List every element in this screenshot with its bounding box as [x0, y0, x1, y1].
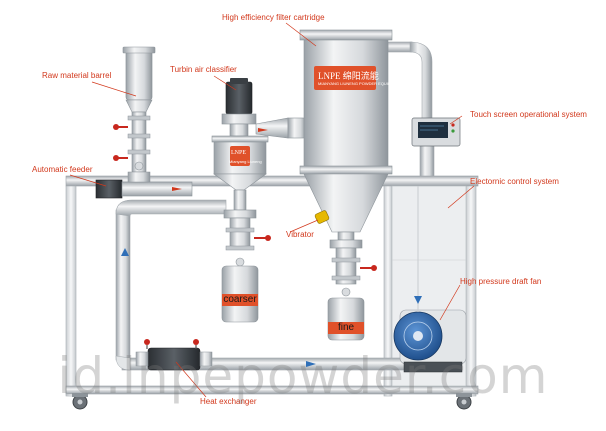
label-filter-cartridge: High efficiency filter cartridge [222, 13, 325, 22]
flow-arrow-icon [306, 361, 316, 367]
cartridge-brand: LNPE 绵阳流能 [318, 71, 379, 81]
label-heat-exchanger: Heat exchanger [200, 397, 257, 406]
label-raw-material-barrel: Raw material barrel [42, 71, 112, 80]
heat-exchanger [135, 339, 213, 371]
flow-arrow-icon [258, 128, 268, 132]
label-vibrator: Vibrator [286, 230, 314, 239]
tag-coarser: coarser [223, 294, 257, 305]
support-frame [65, 175, 479, 397]
barrel-valves [113, 124, 144, 171]
label-draft-fan: High pressure draft fan [460, 277, 542, 286]
label-touch-screen: Touch screen operational system [470, 110, 587, 119]
label-electronic-control: Electornic control system [470, 177, 559, 186]
turbine-air-classifier [211, 78, 307, 191]
filter-cartridge [299, 29, 393, 233]
flow-arrow-icon [172, 187, 182, 191]
automatic-feeder [95, 171, 193, 199]
label-automatic-feeder: Automatic feeder [32, 165, 93, 174]
casters [72, 393, 472, 410]
flow-arrow-icon [414, 296, 422, 304]
raw-material-barrel [122, 46, 156, 173]
watermark: id.lnpepowder.com [57, 347, 549, 405]
vibrator-icon [314, 210, 330, 224]
coarse-discharge [221, 189, 271, 323]
lnpe-logo-icon [230, 146, 250, 166]
leader-lines [69, 22, 475, 398]
classifier-brand: LNPE [231, 150, 246, 156]
motor-icon [225, 78, 253, 115]
touch-screen-icon [411, 117, 461, 147]
draft-fan [393, 186, 467, 373]
cartridge-brand-sub: MIANYANG LIUNENG POWDER EQUIPMENT CO.,LT… [318, 81, 419, 86]
label-turbine-classifier: Turbin air classifier [170, 65, 237, 74]
flow-arrow-icon [121, 248, 129, 256]
tag-fine: fine [337, 322, 355, 333]
classifier-brand-sub: Mianyang Liuneng [229, 159, 262, 164]
fine-discharge [327, 231, 377, 341]
lnpe-logo-icon [314, 66, 376, 90]
